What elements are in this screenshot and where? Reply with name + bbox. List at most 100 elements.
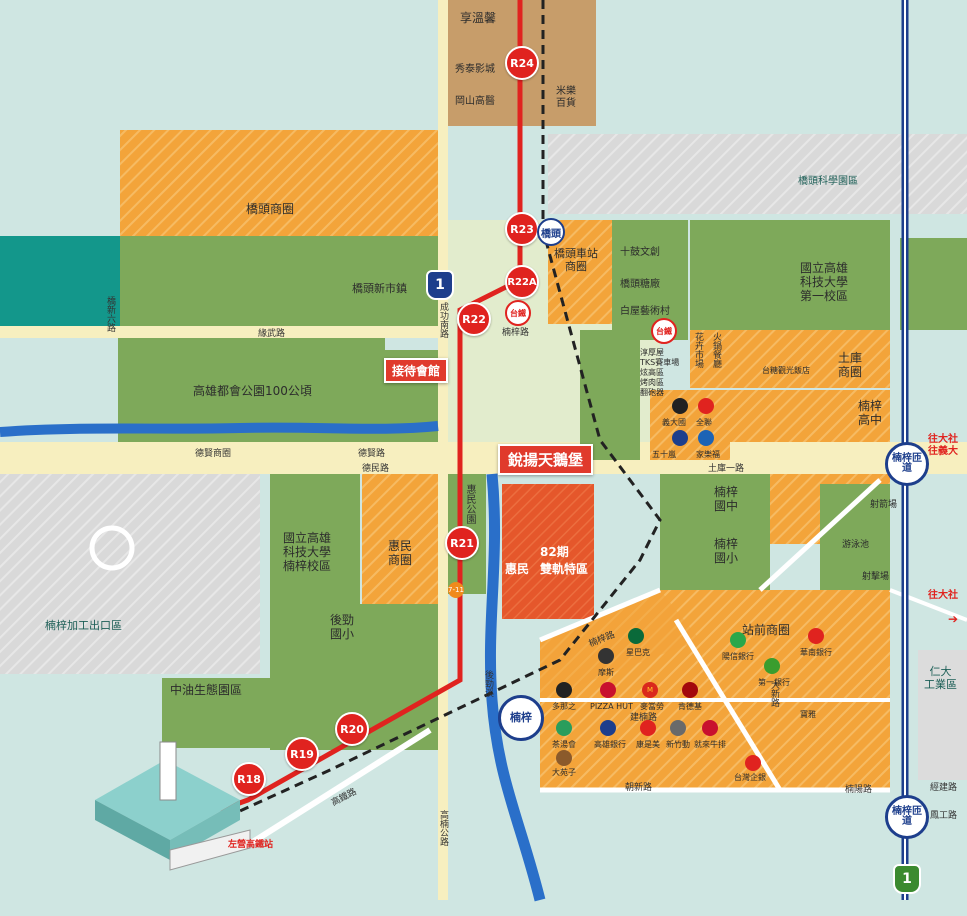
renda-block	[918, 650, 967, 780]
road-demin: 德民路	[362, 464, 390, 474]
station-r18[interactable]: R18	[232, 762, 266, 796]
road-qiaozi: 楠梓路	[502, 328, 530, 338]
huimin-commercial-label: 惠民商圈	[388, 539, 413, 567]
sightseeing-label: 台糖觀光飯店	[762, 366, 810, 375]
huimin-commercial-block	[362, 474, 438, 604]
cpc-park-label: 中油生態園區	[170, 683, 243, 697]
store-starbucks: 星巴克	[626, 648, 650, 657]
store-taiwan-bank: 台灣企銀	[734, 773, 766, 782]
kfc-icon	[682, 682, 698, 698]
store-kfc: 肯德基	[678, 702, 702, 711]
road-chenggong-s: 成功南路	[438, 302, 448, 338]
huimin-park-label: 惠民公園	[464, 484, 475, 524]
mart-list-3: 炫高區	[640, 368, 664, 377]
gaoxiong-bank-icon	[600, 720, 616, 736]
highway-1-bottom-icon: 1	[893, 864, 921, 894]
mart-list-5: 翻砲器	[640, 388, 664, 397]
store-pizza-hut: PIZZA HUT	[590, 702, 633, 711]
nkust-nanzi-label: 國立高雄科技大學楠梓校區	[283, 531, 332, 573]
road-dexian-shang: 德賢商圈	[195, 449, 232, 459]
store-weikai: 茶湯會	[552, 740, 576, 749]
road-nanyang: 楠陽路	[845, 785, 873, 795]
station-r24[interactable]: R24	[505, 46, 539, 80]
culture-1-label: 十鼓文創	[620, 247, 660, 258]
project-callout[interactable]: 銳揚天鵝堡	[498, 444, 594, 475]
mrt-nanzi[interactable]: 楠梓	[498, 695, 544, 741]
xiangwen-label: 享溫馨	[460, 11, 497, 25]
road-jianchu: 建楠路	[630, 713, 658, 723]
dafei-icon	[556, 750, 572, 766]
station-r21[interactable]: R21	[445, 526, 479, 560]
store-chen-niu: 就來牛排	[694, 740, 726, 749]
project-zone-left: 惠民	[505, 562, 530, 576]
station-r23[interactable]: R23	[505, 212, 539, 246]
road-qiaoxin6: 橋新六路	[105, 296, 115, 332]
metro-park-label: 高雄都會公園100公頃	[193, 384, 312, 398]
road-tuku1: 土庫一路	[708, 464, 745, 474]
store-wateng: 新竹動	[666, 740, 690, 749]
road-fenggong: 鳳工路	[930, 811, 958, 821]
store-mcd: 麥當勞	[640, 702, 664, 711]
renda-label: 仁大工業區	[924, 665, 957, 691]
reception-callout[interactable]: 接待會館	[384, 358, 449, 383]
store-costco: 義大國	[662, 418, 686, 427]
mart-list-1: 淳厚屋	[640, 348, 664, 357]
arrow-right-icon: ➔	[948, 612, 959, 626]
houjin-es-label: 後勁國小	[330, 613, 355, 641]
nanzi-es-label: 楠梓國小	[714, 537, 739, 565]
highway-1-top-icon: 1	[426, 270, 454, 300]
houjin-es-block	[270, 604, 438, 678]
store-hualan: 華南銀行	[800, 648, 832, 657]
station-front-label: 站前商圈	[742, 623, 791, 637]
landa-icon	[730, 632, 746, 648]
hualan-icon	[808, 628, 824, 644]
wateng-icon	[670, 720, 686, 736]
seven-eleven-icon: 7-11	[448, 582, 464, 598]
tuku-commercial-block	[820, 330, 890, 388]
store-landa: 陽信銀行	[722, 652, 754, 661]
store-quanlian: 全聯	[696, 418, 712, 427]
science-park-block	[548, 134, 967, 214]
station-r20[interactable]: R20	[335, 712, 369, 746]
qiaotou-newtown-label: 橋頭新市鎮	[352, 282, 407, 295]
tuku-commercial-label: 土庫商圈	[838, 351, 863, 379]
station-r19[interactable]: R19	[285, 737, 319, 771]
tra-icon-1: 台鐵	[505, 300, 531, 326]
nanzi-hs-label: 楠梓高中	[858, 399, 883, 427]
nkust-1-label: 國立高雄科技大學第一校區	[800, 261, 849, 303]
gangshan-hosp-label: 岡山高醫	[455, 96, 495, 107]
store-gaoxiong-bank: 高雄銀行	[594, 740, 626, 749]
bank1-icon	[764, 658, 780, 674]
hsr-label: 左營高鐵站	[228, 840, 274, 850]
weikai-icon	[556, 720, 572, 736]
taiwan-bank-icon	[745, 755, 761, 771]
store-dafei: 大苑子	[552, 768, 576, 777]
store-duoduo: 多那之	[552, 702, 576, 711]
store-bank1: 第一銀行	[758, 678, 790, 687]
store-mos: 摩斯	[598, 668, 614, 677]
houjin-canal	[484, 473, 546, 902]
to-dashe-dayi: 往大社往義大	[928, 434, 958, 457]
qiaotou-commercial-block	[120, 130, 438, 236]
mile-label: 米樂百貨	[556, 86, 576, 109]
kangyaoshi-icon	[640, 720, 656, 736]
station-r22[interactable]: R22	[457, 302, 491, 336]
industrial-label: 楠梓加工出口區	[45, 619, 122, 632]
road-gaonan: 高楠公路	[438, 810, 448, 846]
road-houjin-canal: 後勁溪	[483, 670, 493, 697]
road-dexian: 德賢路	[358, 449, 386, 459]
tra-qiaotou[interactable]: 橋頭	[537, 218, 565, 246]
mcd-icon: M	[642, 682, 658, 698]
archery-label: 射箭場	[870, 500, 898, 510]
shooting-label: 射擊場	[862, 572, 890, 582]
nkust-nanzi-block	[270, 474, 360, 604]
culture-3-label: 白屋藝術村	[620, 306, 670, 317]
store-carrefour: 家樂福	[696, 450, 720, 459]
road-xuewu: 緣武路	[258, 329, 286, 339]
station-r22a[interactable]: R22A	[505, 265, 539, 299]
nanzi-jhs-label: 楠梓國中	[714, 485, 739, 513]
nkust-1-block	[690, 220, 890, 330]
store-baoli: 寶雅	[800, 710, 816, 719]
road-daxin: 大新路	[769, 680, 779, 707]
